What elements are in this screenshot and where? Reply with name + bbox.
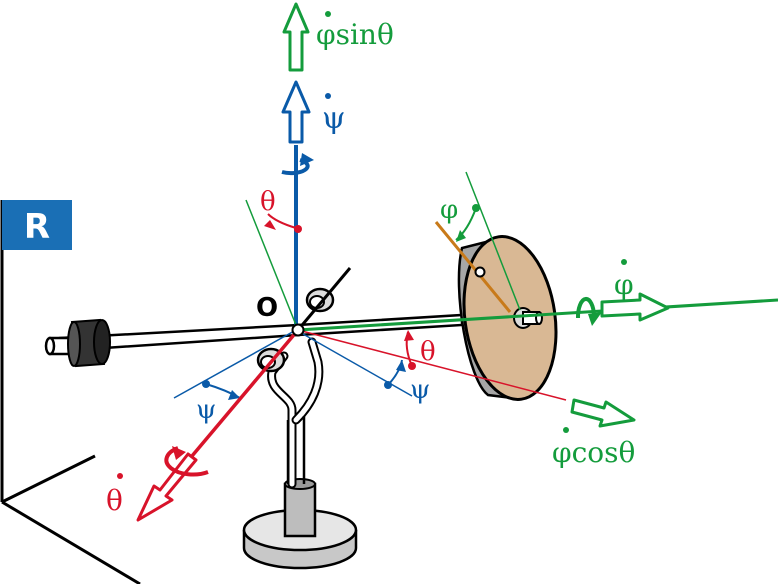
psi-left-label: ψ — [196, 395, 216, 425]
nodal-line-right — [297, 329, 567, 401]
phi-reference-line — [465, 171, 521, 311]
origin-label: O — [256, 293, 278, 323]
psi-dot-label: ψ — [322, 101, 346, 136]
psi-angle-left: ψ — [173, 329, 297, 425]
theta-dot-label: θ — [106, 484, 123, 517]
spin-axis-line — [297, 298, 778, 332]
gimbal-pivot-line — [296, 267, 352, 331]
origin-point — [291, 323, 305, 337]
tilted-reference-line — [245, 199, 299, 331]
psi-angle-right: ψ — [295, 329, 430, 405]
frame-label: R — [24, 207, 50, 247]
disk-marker — [474, 266, 486, 278]
phi-dot-arrow: φ — [575, 259, 670, 326]
phi-dot-label: φ — [614, 268, 634, 301]
phi-angle-label: φ — [440, 195, 458, 225]
psi-right-label: ψ — [410, 375, 430, 405]
theta-top-label: θ — [260, 187, 276, 217]
phi-dot-cos-theta-arrow: φcosθ — [552, 398, 636, 469]
theta-right-label: θ — [420, 337, 436, 367]
frame-label-box — [2, 200, 72, 250]
phi-dot-sin-theta-arrow: φsinθ — [282, 2, 394, 72]
main-shaft — [44, 313, 464, 368]
phi-dot-sin-theta-label: φsinθ — [316, 18, 394, 51]
theta-dot-axis: θ — [106, 328, 300, 522]
stand-base — [242, 478, 358, 570]
disk-radius-line — [434, 221, 512, 313]
theta-top: θ — [260, 187, 302, 233]
theta-right: θ — [404, 330, 436, 370]
phi-dot-cos-theta-label: φcosθ — [552, 436, 635, 469]
psi-axis: ψ — [281, 80, 346, 330]
reference-frame: R — [0, 200, 141, 584]
